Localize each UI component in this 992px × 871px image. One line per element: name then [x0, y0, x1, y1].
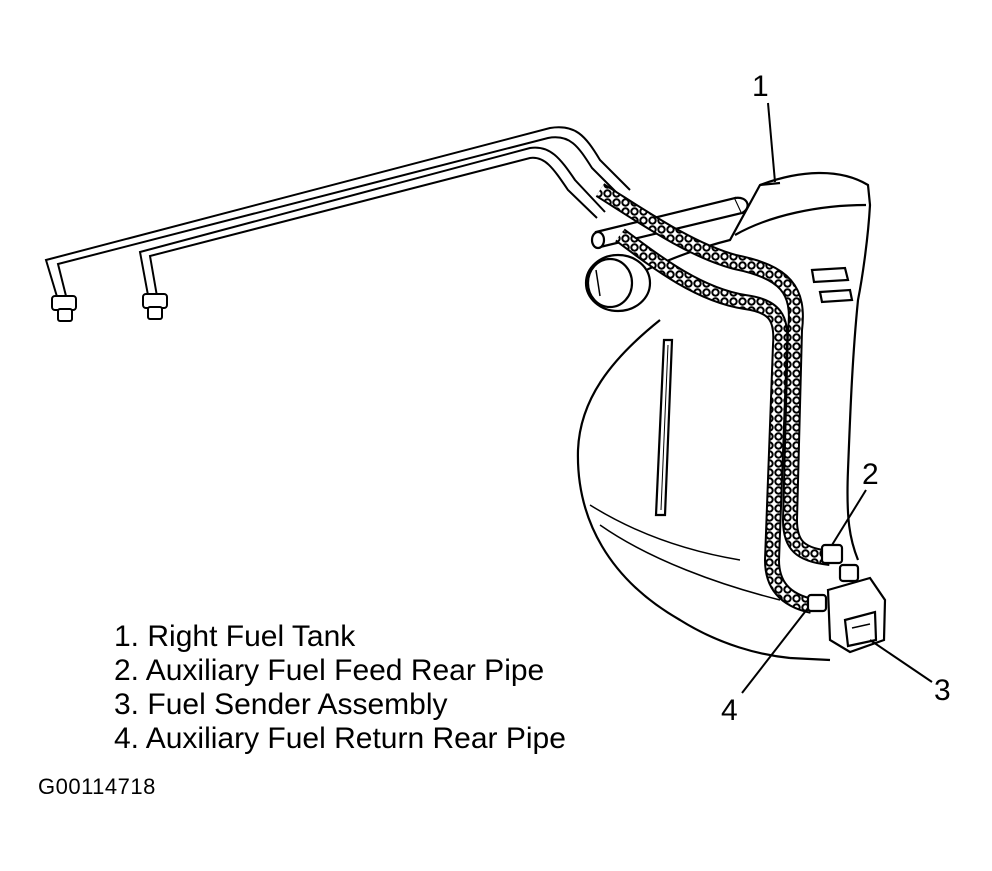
leader-line-2 — [831, 489, 867, 546]
legend-item: 3. Fuel Sender Assembly — [114, 688, 566, 722]
filler-neck-cap — [584, 253, 652, 313]
legend-text: Auxiliary Fuel Return Rear Pipe — [145, 722, 566, 755]
legend-number: 1. — [114, 620, 140, 653]
leader-lines — [741, 102, 933, 694]
fuel-tank — [576, 171, 872, 662]
leader-line-4 — [741, 607, 809, 694]
legend-number: 4. — [114, 722, 140, 755]
callout-1: 1 — [752, 70, 769, 103]
legend-text: Right Fuel Tank — [147, 620, 356, 653]
figure-id: G00114718 — [38, 774, 156, 799]
corrugated-hoses — [595, 183, 831, 614]
legend-item: 1. Right Fuel Tank — [114, 620, 566, 654]
line-end-fittings — [51, 293, 168, 322]
callout-4: 4 — [721, 694, 738, 727]
legend-number: 3. — [114, 688, 140, 721]
legend: 1. Right Fuel Tank 2. Auxiliary Fuel Fee… — [114, 620, 566, 756]
callout-2: 2 — [862, 458, 879, 491]
legend-number: 2. — [114, 654, 140, 687]
steel-fuel-lines — [44, 126, 631, 307]
legend-item: 4. Auxiliary Fuel Return Rear Pipe — [114, 722, 566, 756]
leader-line-3 — [869, 639, 933, 683]
legend-item: 2. Auxiliary Fuel Feed Rear Pipe — [114, 654, 566, 688]
callout-3: 3 — [934, 674, 951, 707]
leader-line-1 — [767, 102, 776, 183]
legend-text: Auxiliary Fuel Feed Rear Pipe — [145, 654, 545, 687]
legend-text: Fuel Sender Assembly — [147, 688, 448, 721]
fuel-sender-assembly — [806, 543, 887, 654]
